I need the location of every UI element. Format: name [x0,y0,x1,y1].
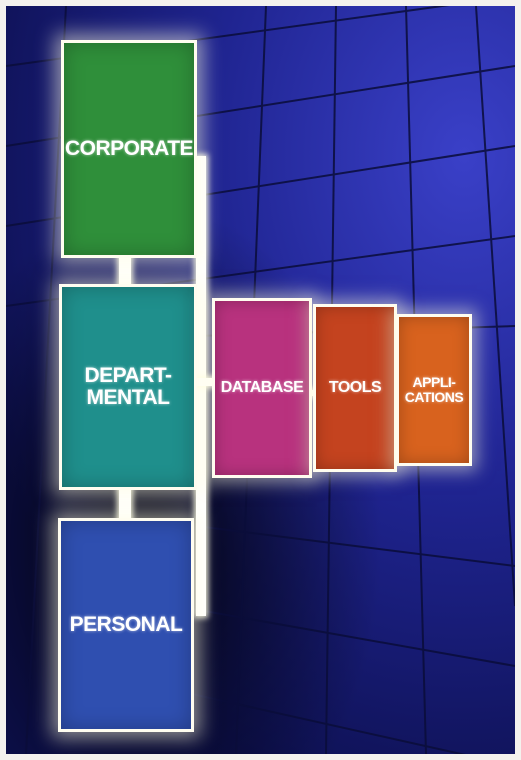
spine-connector [196,156,206,616]
database-block: DATABASE [212,298,312,478]
departmental-block: DEPART- MENTAL [59,284,197,490]
tools-label: TOOLS [328,378,382,396]
corporate-label: CORPORATE [64,136,194,160]
personal-block: PERSONAL [58,518,194,732]
corporate-block: CORPORATE [61,40,197,258]
horizontal-connector [192,378,216,386]
tools-block: TOOLS [313,304,397,472]
applications-label: APPLI- CATIONS [404,374,464,405]
personal-label: PERSONAL [69,612,183,636]
database-label: DATABASE [220,378,304,396]
departmental-label: DEPART- MENTAL [84,363,172,409]
applications-block: APPLI- CATIONS [396,314,472,466]
vertical-connector-lower [119,484,131,524]
diagram-frame: CORPORATE DEPART- MENTAL PERSONAL DATABA… [6,6,515,754]
